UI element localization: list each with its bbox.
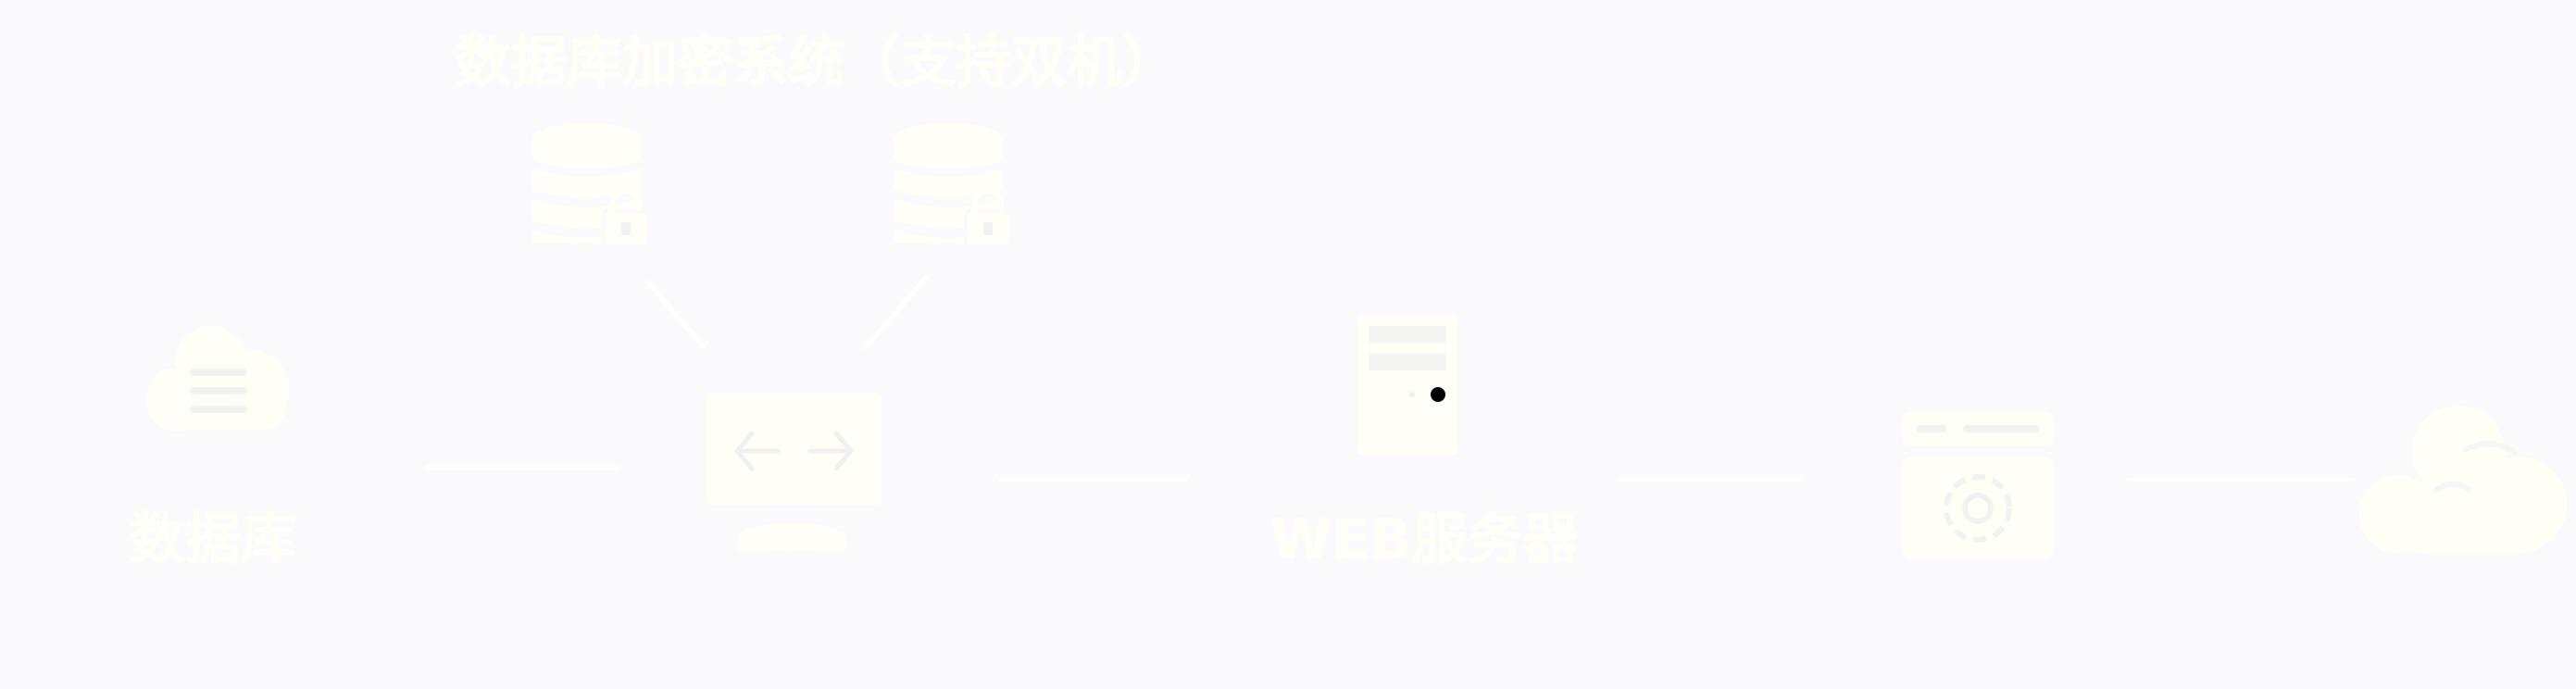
- cloud-icon: [2359, 406, 2567, 553]
- web-server-label: WEB服务器: [1270, 507, 1579, 572]
- encrypted-database-2-icon: [894, 123, 1012, 248]
- database-label: 数据库: [130, 507, 296, 572]
- connector-encdb2-switch: [863, 275, 929, 350]
- diagram-title: 数据库加密系统（支持双机）: [456, 31, 1178, 95]
- server-tower-icon: [1357, 315, 1457, 454]
- encrypted-database-1-icon: [532, 123, 650, 248]
- connector-encdb1-switch: [645, 280, 707, 350]
- cloud-database-icon: [146, 326, 289, 432]
- status-dot: [1431, 387, 1445, 402]
- connector-lines: [425, 275, 2355, 482]
- network-switch-icon: [706, 394, 882, 551]
- web-browser-icon: [1903, 412, 2053, 559]
